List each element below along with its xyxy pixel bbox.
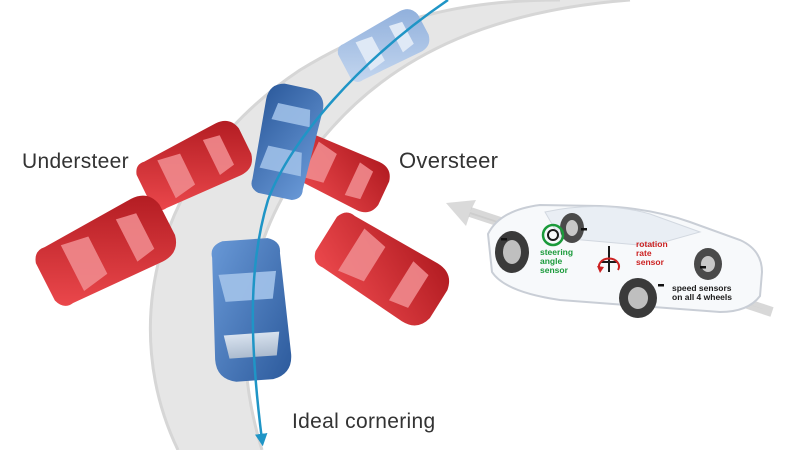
ideal-car-front (206, 236, 293, 384)
ideal-car-ahead (333, 4, 435, 87)
speed-label-line1: speed sensors (672, 283, 732, 293)
steering-wheel-icon (541, 223, 565, 247)
steering-label-line2: angle (540, 256, 563, 266)
understeer-car-lower (29, 188, 184, 314)
ideal-cornering-label: Ideal cornering (292, 410, 436, 433)
steering-label-line1: steering (540, 247, 574, 257)
speed-label-line2: on all 4 wheels (672, 292, 732, 302)
steering-label-line3: sensor (540, 265, 568, 275)
wheel-front-right (560, 213, 584, 243)
rotation-rate-sensor-label: rotation rate sensor (636, 240, 668, 267)
steering-angle-sensor-label: steering angle sensor (540, 248, 573, 275)
esc-sensor-car (446, 200, 774, 318)
wheel-front-left (495, 231, 529, 273)
rotation-label-line1: rotation (636, 239, 668, 249)
oversteer-label: Oversteer (399, 148, 499, 173)
understeer-label: Understeer (22, 150, 129, 173)
speed-sensors-label: speed sensors on all 4 wheels (672, 284, 732, 302)
ideal-path-arrow (251, 0, 449, 447)
oversteer-car-lower (308, 205, 457, 333)
wheel-rear-right (694, 248, 722, 280)
rotation-label-line3: sensor (636, 257, 664, 267)
wheel-rear-left (619, 278, 657, 318)
rotation-label-line2: rate (636, 248, 652, 258)
oversteer-car-upper (278, 125, 395, 218)
understeer-car-upper (131, 115, 258, 217)
rotation-arrow-icon (597, 246, 620, 273)
